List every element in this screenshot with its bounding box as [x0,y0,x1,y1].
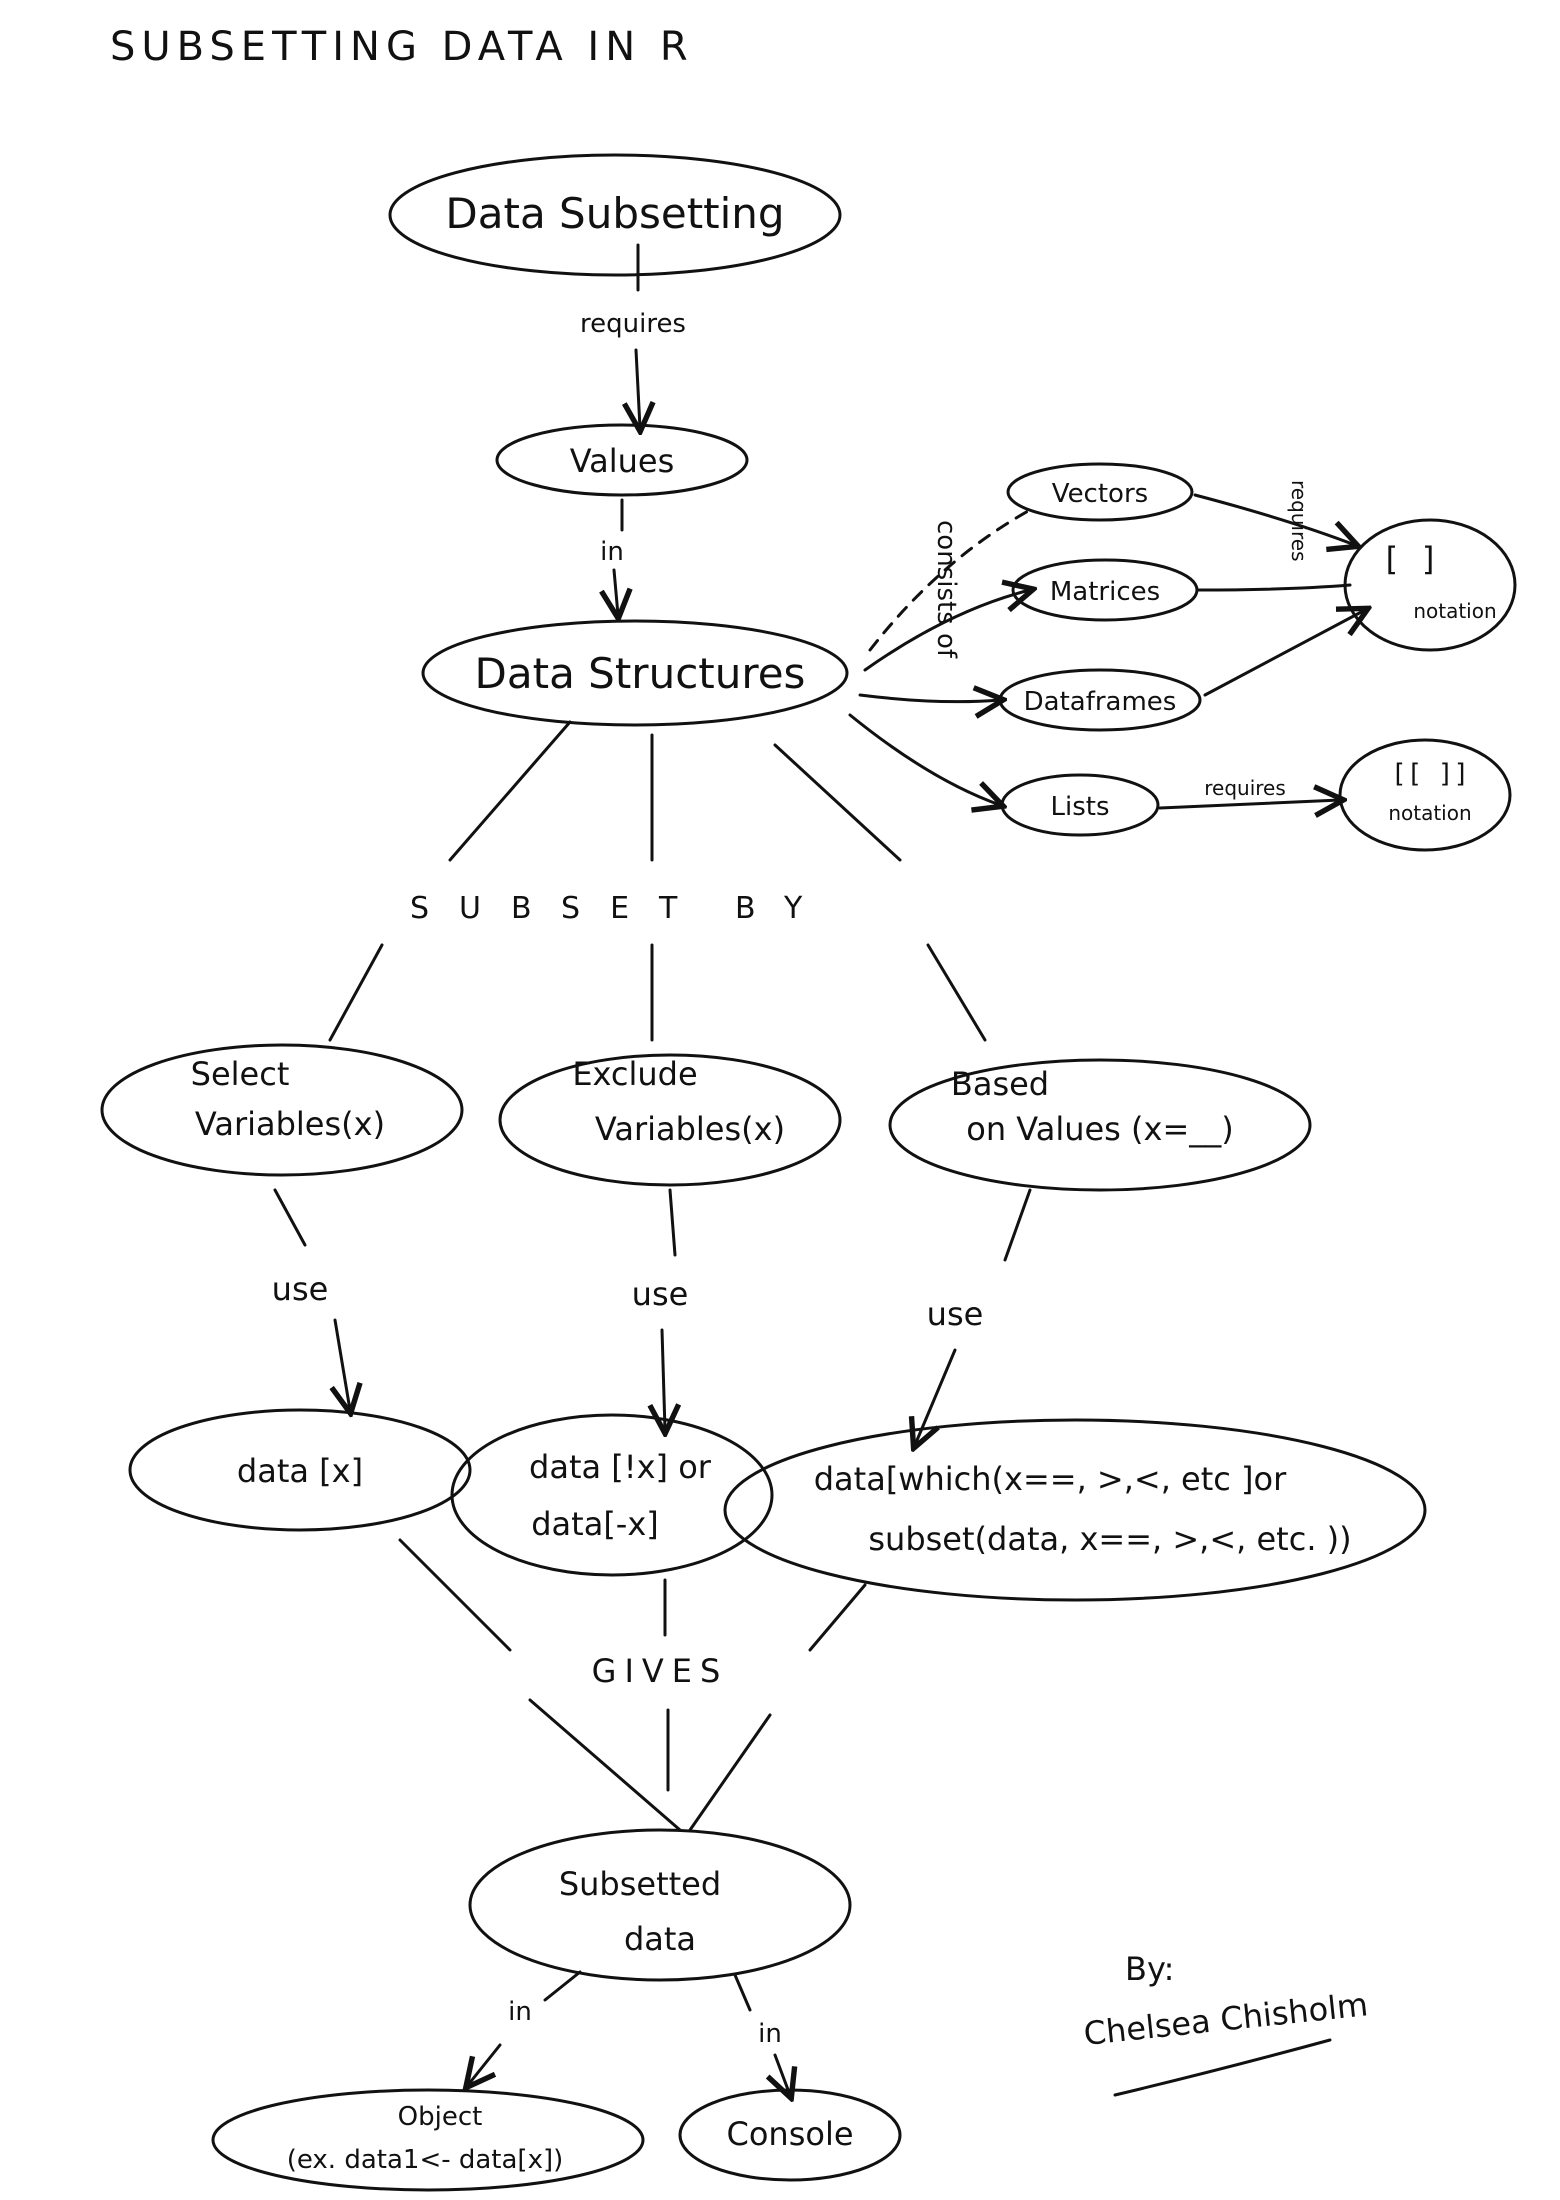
node-object-shape [211,2088,645,2192]
diagram-title: SUBSETTING DATA IN R [110,24,694,70]
edge-line [1003,1188,1032,1262]
node-single-bracket-shape [1343,518,1517,652]
edge-arrow [775,2053,790,2095]
node-subsetted-data-line1: Subsetted [559,1865,721,1903]
node-data-not-x-line1: data [!x] or [529,1448,712,1486]
edge-label-by: BY [735,891,832,926]
node-double-bracket-caption: notation [1388,801,1471,825]
node-lists: Lists [1051,792,1110,822]
node-data-subsetting: Data Subsetting [445,189,784,238]
node-data-structures-shape [421,619,849,727]
edge-line [1196,583,1352,592]
edge-arrow [636,348,640,428]
node-lists-shape [1000,773,1160,837]
node-dataframes-shape [998,668,1202,732]
edge-line [808,1583,867,1652]
node-select-variables-line2: Variables(x) [195,1105,385,1143]
node-values: Values [570,442,675,480]
node-data-subsetting-shape [388,153,842,277]
edge-line [773,743,902,862]
node-data-x: data [x] [237,1452,363,1490]
edge-label-subset: SUBSET [410,891,707,926]
node-select-variables-line1: Select [191,1055,290,1093]
edge-line [398,1538,512,1652]
edge-line [848,713,1000,805]
node-single-bracket-caption: notation [1413,599,1496,623]
node-data-x-shape [128,1408,472,1532]
edge-line [858,695,1000,702]
edge-line [668,1188,677,1257]
edge-line [1193,493,1355,545]
edge-line [868,508,1032,652]
node-console-shape [678,2088,902,2182]
edge-arrow [335,1318,350,1410]
node-vectors-shape [1006,462,1194,522]
edge-line [863,590,1030,672]
edge-line [543,1970,582,2002]
edge-arrow [915,1348,957,1445]
edge-line [328,943,384,1042]
edge-line [733,1973,752,2012]
edge-label-gives: GIVES [592,1652,729,1690]
node-double-bracket-shape [1338,738,1512,852]
node-select-variables-shape [100,1043,464,1177]
edge-label-consists-of-group: consists of [931,520,961,659]
signature-underline [1113,2038,1332,2097]
node-based-on-values-line1: Based [951,1065,1049,1103]
edge-label-use-1: use [272,1270,329,1308]
edge-label-requires-vertical: requires [1287,480,1311,562]
edge-label-in-left: in [508,1997,532,2027]
node-object-line2: (ex. data1<- data[x]) [287,2145,564,2175]
node-object-line1: Object [398,2102,483,2132]
node-which-subset-shape [723,1418,1427,1602]
edge-label-requires: requires [580,309,686,339]
node-exclude-variables-shape [498,1053,842,1187]
node-dataframes: Dataframes [1024,687,1177,717]
node-exclude-variables-line2: Variables(x) [595,1110,785,1148]
edge-label-in: in [600,537,624,567]
node-data-not-x-shape [450,1413,774,1577]
edge-line [1203,610,1365,697]
node-matrices: Matrices [1050,577,1160,607]
edge-line [1158,800,1340,808]
edge-label-requires-lists: requires [1204,776,1286,800]
edge-line [926,943,987,1042]
edge-line [448,720,572,862]
edge-line [273,1188,307,1247]
edge-arrow [614,568,618,615]
node-which-subset-line2: subset(data, x==, >,<, etc. )) [868,1520,1351,1558]
edge-arrow [662,1328,665,1430]
signature-name: Chelsea Chisholm [1082,1985,1370,2053]
edge-label-in-right: in [758,2019,782,2049]
edge-line [688,1713,772,1832]
edge-arrow [468,2043,502,2085]
edge-label-use-3: use [927,1295,984,1333]
node-subsetted-data-shape [468,1828,852,1982]
node-data-not-x-line2: data[-x] [531,1505,659,1543]
node-single-bracket: [ ] [1381,540,1439,578]
node-based-on-values-shape [888,1058,1312,1192]
edge-label-use-2: use [632,1275,689,1313]
node-console: Console [726,2115,853,2153]
node-based-on-values-line2: on Values (x=__) [966,1110,1233,1148]
node-which-subset-line1: data[which(x==, >,<, etc ]or [814,1460,1287,1498]
node-exclude-variables-line1: Exclude [572,1055,697,1093]
node-data-structures: Data Structures [475,649,806,698]
node-subsetted-data-line2: data [624,1920,696,1958]
node-double-bracket: [[ ]] [1391,759,1469,789]
node-values-shape [495,423,749,497]
signature-by: By: [1125,1950,1174,1988]
edge-label-consists-of: consists of [931,520,961,659]
edge-line [528,1698,682,1832]
node-vectors: Vectors [1052,479,1148,509]
